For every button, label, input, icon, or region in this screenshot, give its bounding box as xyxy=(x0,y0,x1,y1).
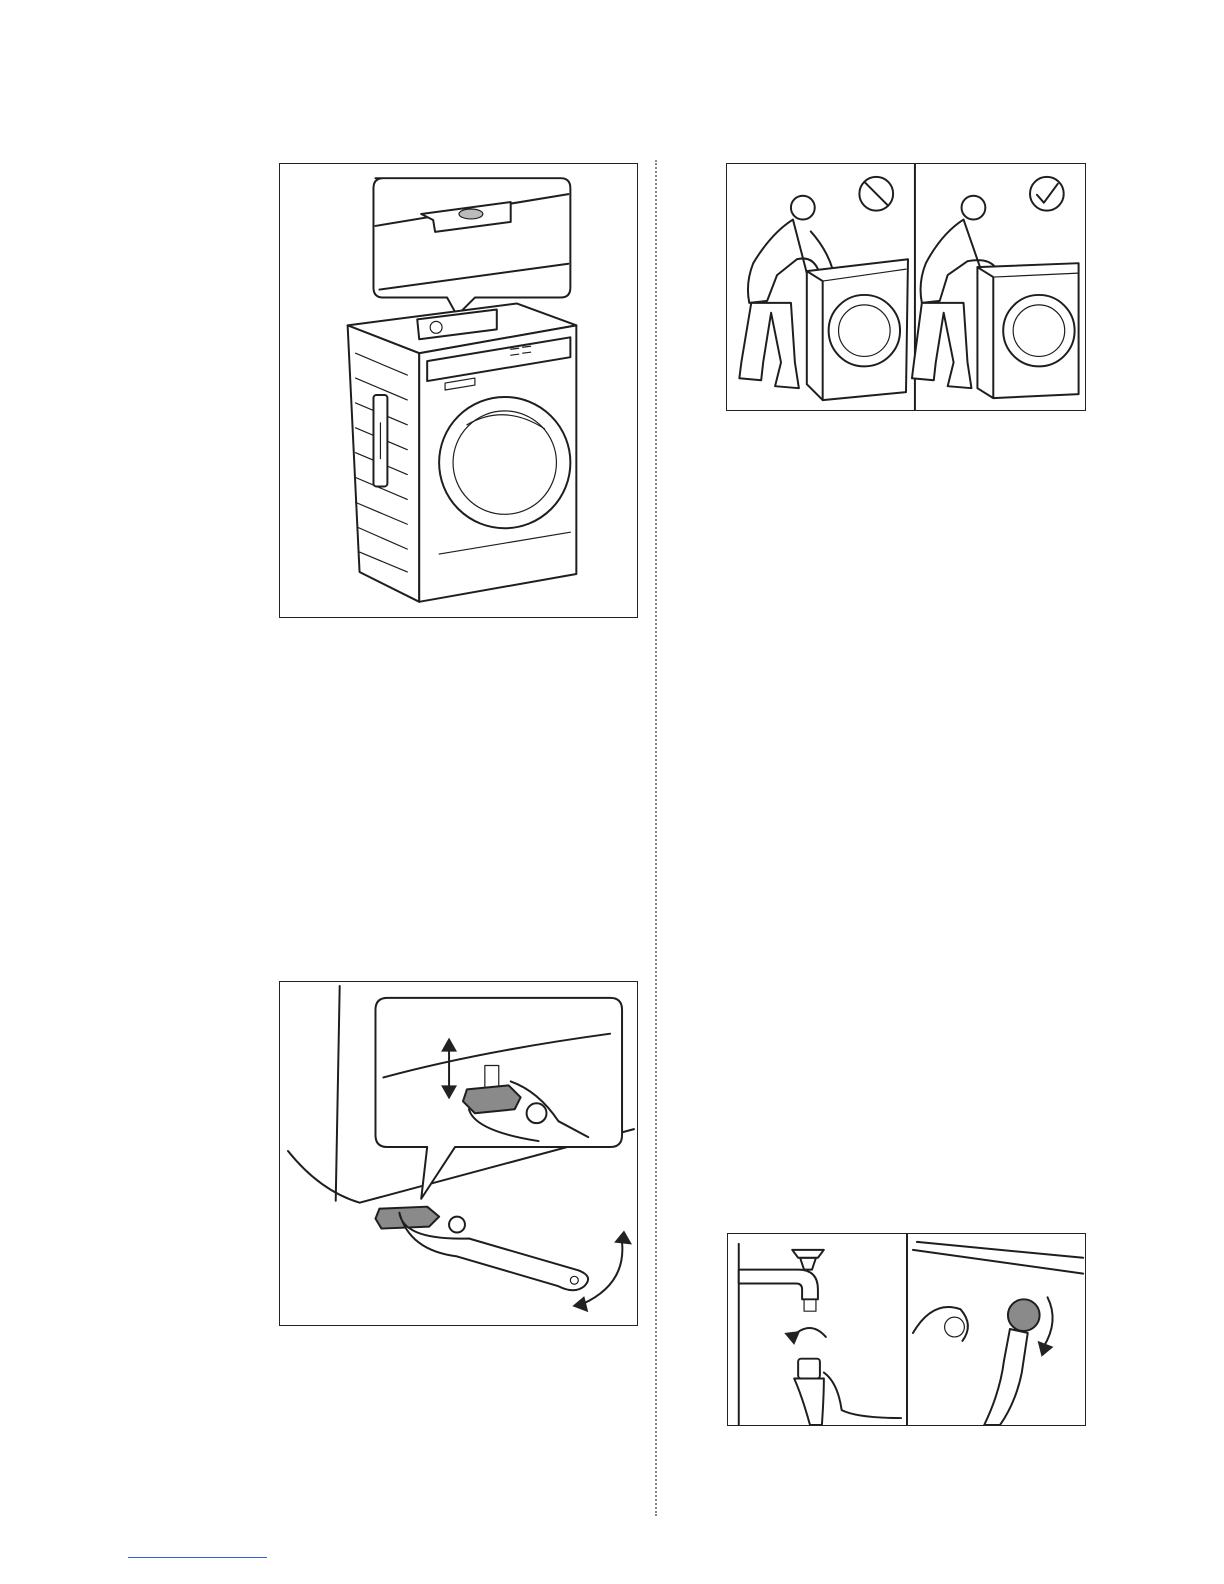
rotate-arrow-icon xyxy=(582,1242,622,1304)
figure-hose-connect xyxy=(727,1233,1086,1426)
check-circle-icon xyxy=(1030,177,1064,211)
figure-leveling-foot-adjust xyxy=(279,981,638,1326)
hose-connect-illustration xyxy=(728,1234,1085,1425)
figure-rocking-check xyxy=(726,163,1086,411)
leveling-foot-illustration xyxy=(280,982,637,1325)
rocking-check-illustration xyxy=(727,164,1085,410)
person-pressing-washer xyxy=(912,196,1079,398)
person-rocking-washer xyxy=(739,196,908,400)
prohibited-icon xyxy=(859,177,893,211)
footer-rule xyxy=(128,1557,267,1558)
washer-level-illustration xyxy=(280,164,637,617)
column-divider xyxy=(655,160,657,1516)
figure-level-check xyxy=(279,163,638,618)
